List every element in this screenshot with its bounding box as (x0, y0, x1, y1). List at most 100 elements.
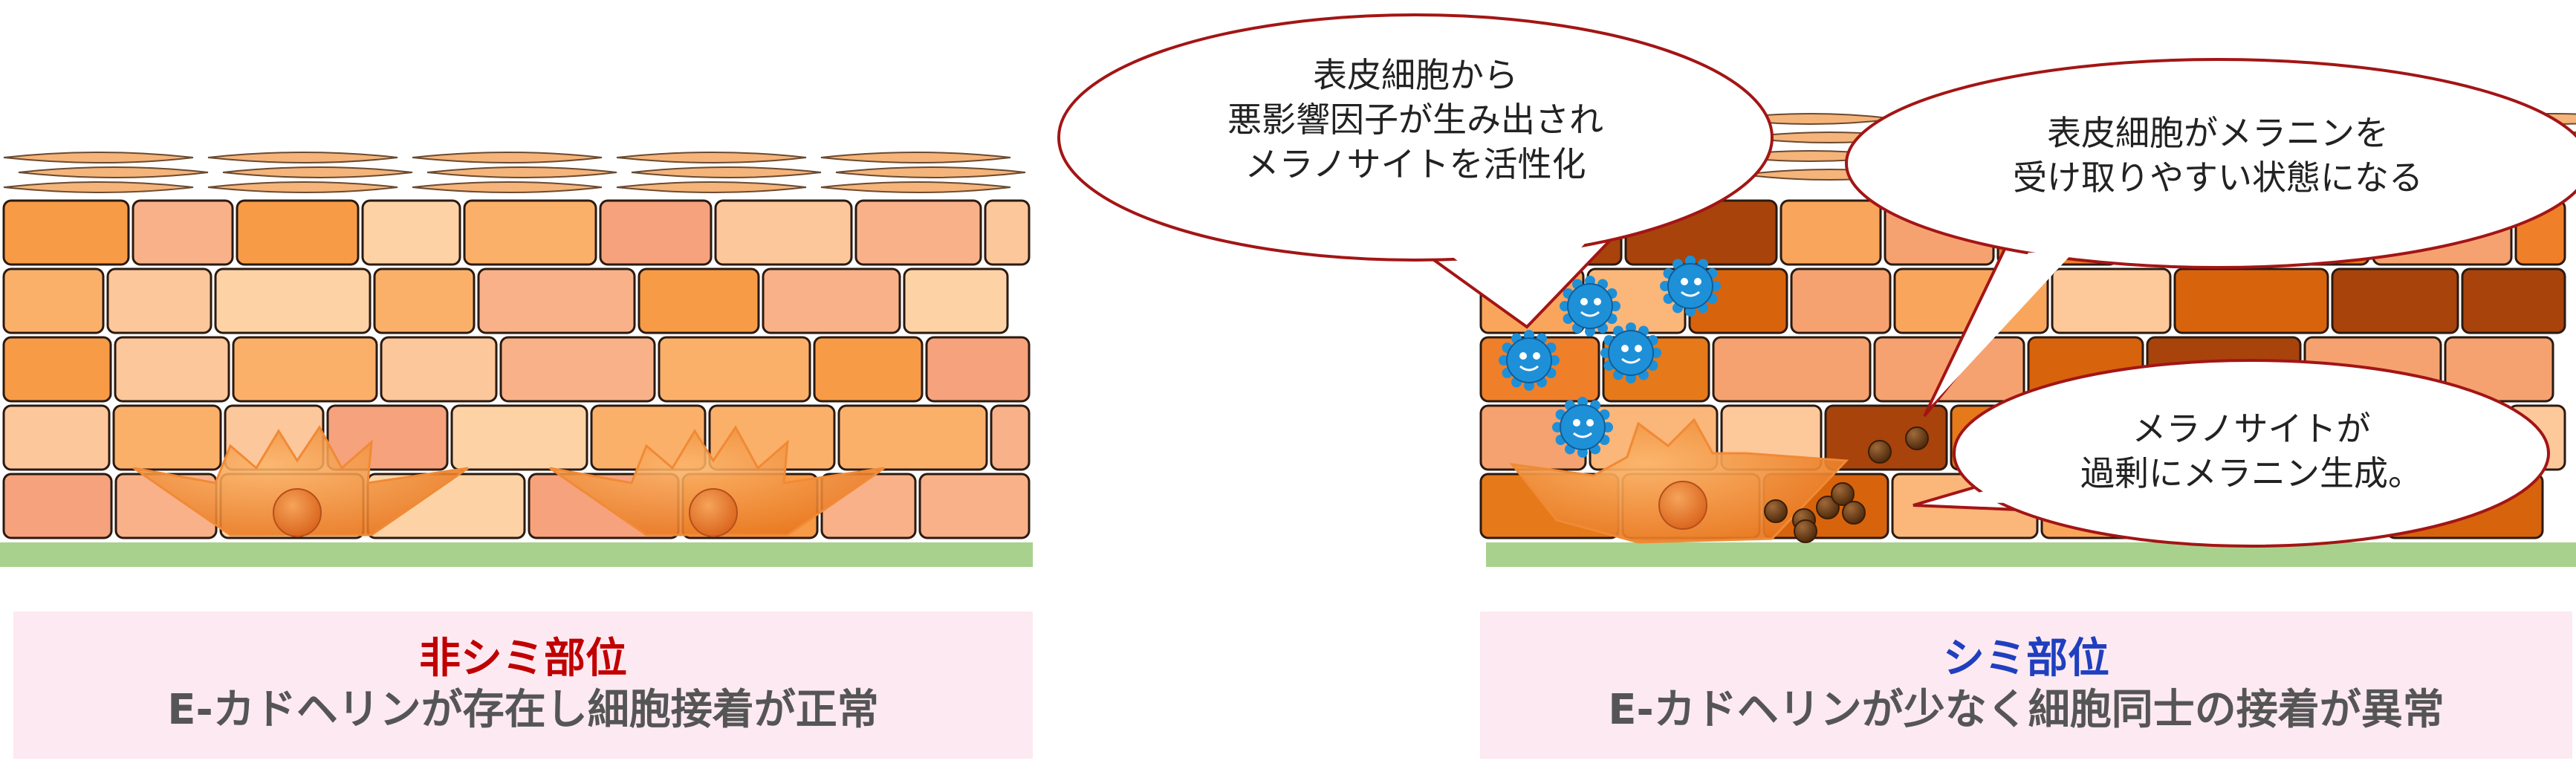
epidermal-cell (2051, 267, 2172, 334)
epidermal-cell (232, 336, 378, 403)
virus-eye (1580, 298, 1588, 305)
epidermal-cell (1712, 336, 1872, 403)
virus-body (1667, 263, 1713, 309)
virus-eye (1519, 352, 1527, 360)
horny-flake (222, 166, 413, 178)
bubble-factor (1057, 13, 1774, 329)
virus-eye (1694, 278, 1701, 285)
epidermal-cell (214, 267, 372, 334)
epidermal-cell (837, 404, 988, 471)
melanocyte-icon (549, 425, 885, 536)
virus-eye (1594, 298, 1601, 305)
virus-eye (1533, 352, 1540, 360)
bubble-excess-line: メラノサイトが (2132, 409, 2371, 449)
melanin-granule-icon (1794, 519, 1817, 543)
epidermal-cell (925, 336, 1031, 403)
virus-mouth (1621, 357, 1641, 364)
epidermal-cell (463, 199, 597, 266)
epidermal-cell (499, 336, 656, 403)
epidermal-cell (2173, 267, 2329, 334)
virus-mouth (1681, 291, 1700, 297)
melanin-granule-icon (1831, 482, 1855, 506)
caption-spot-title: シミ部位 (1943, 635, 2109, 684)
horny-flake (207, 152, 398, 163)
melanin-granule-icon (1764, 499, 1788, 523)
bubble-excess (1912, 359, 2550, 548)
virus-mouth (1573, 432, 1592, 438)
epidermal-cell (2, 404, 111, 471)
epidermal-cell (984, 199, 1031, 266)
epidermal-cell (236, 199, 360, 266)
epidermal-cell (658, 336, 811, 403)
melanocyte-nucleus (273, 488, 322, 537)
virus-icon (1552, 397, 1613, 458)
epidermal-cell (1824, 404, 1948, 471)
horny-flake (631, 166, 822, 178)
caption-spot: シミ部位 E-カドヘリンが少なく細胞同士の接着が異常 (1480, 612, 2572, 759)
virus-eye (1635, 345, 1642, 352)
epidermal-cell (2, 473, 113, 539)
epidermal-cell (373, 267, 476, 334)
virus-body (1608, 330, 1654, 376)
epidermal-cell (1779, 199, 1882, 266)
melanocyte-icon (133, 425, 469, 536)
melanin-granule-icon (1816, 496, 1840, 519)
epidermal-cell (132, 199, 234, 266)
epidermal-cell (854, 199, 982, 266)
bubble-receive-text: 表皮細胞がメラニンを 受け取りやすい状態になる (1921, 111, 2515, 201)
epidermal-cell (2461, 267, 2566, 334)
epidermal-cell (114, 336, 230, 403)
bubble-receive-line: 表皮細胞がメラニンを (2047, 113, 2389, 153)
melanocyte-nucleus (1658, 481, 1707, 530)
melanin-granule-icon (1905, 426, 1929, 450)
horny-flake (412, 152, 603, 163)
epidermal-cell (918, 473, 1031, 539)
horny-flake (3, 181, 194, 193)
bubble-receive (1845, 58, 2576, 418)
virus-body (1560, 404, 1606, 450)
virus-icon (1600, 322, 1661, 383)
epidermal-cell (477, 267, 636, 334)
virus-body (1506, 337, 1552, 383)
virus-body (1567, 283, 1613, 329)
virus-icon (1660, 256, 1721, 317)
epidermal-cell (2, 336, 112, 403)
virus-icon (1499, 330, 1560, 391)
melanocytes (133, 425, 885, 537)
horny-flake (412, 181, 603, 193)
horny-flake (835, 166, 1026, 178)
horny-flake (426, 166, 617, 178)
bubble-factor-text: 表皮細胞から 悪影響因子が生み出され メラノサイトを活性化 (1126, 53, 1705, 186)
melanin-granules (1764, 426, 1929, 543)
epidermal-cell (2331, 267, 2459, 334)
horny-flake (616, 152, 807, 163)
epidermal-cell (112, 404, 222, 471)
virus-mouth (1519, 365, 1539, 372)
horny-flake (18, 166, 209, 178)
epidermal-cell (813, 336, 924, 403)
melanin-granule-icon (1842, 501, 1866, 525)
epidermal-cell (990, 404, 1031, 471)
harmful-factors (1499, 256, 1721, 458)
horny-flake (3, 152, 194, 163)
basal-membrane (1486, 542, 2576, 567)
epidermal-cells (2, 199, 1031, 539)
virus-eye (1681, 278, 1688, 285)
epidermal-cell (361, 199, 461, 266)
epidermal-cell (326, 404, 449, 471)
virus-eye (1586, 419, 1594, 426)
horny-flake (820, 152, 1011, 163)
epidermal-cell (450, 404, 588, 471)
epidermal-cell (903, 267, 1009, 334)
melanin-granule-icon (1868, 440, 1892, 464)
epidermal-cell (106, 267, 212, 334)
epidermal-cell (714, 199, 853, 266)
stratum-corneum (3, 152, 1026, 193)
bubble-excess-line: 過剰にメラニン生成。 (2080, 453, 2422, 493)
bubble-factor-line: 表皮細胞から (1313, 55, 1518, 95)
epidermal-cell (1790, 267, 1892, 334)
horny-flake (616, 181, 807, 193)
virus-eye (1621, 345, 1629, 352)
epidermal-cell (2, 199, 130, 266)
